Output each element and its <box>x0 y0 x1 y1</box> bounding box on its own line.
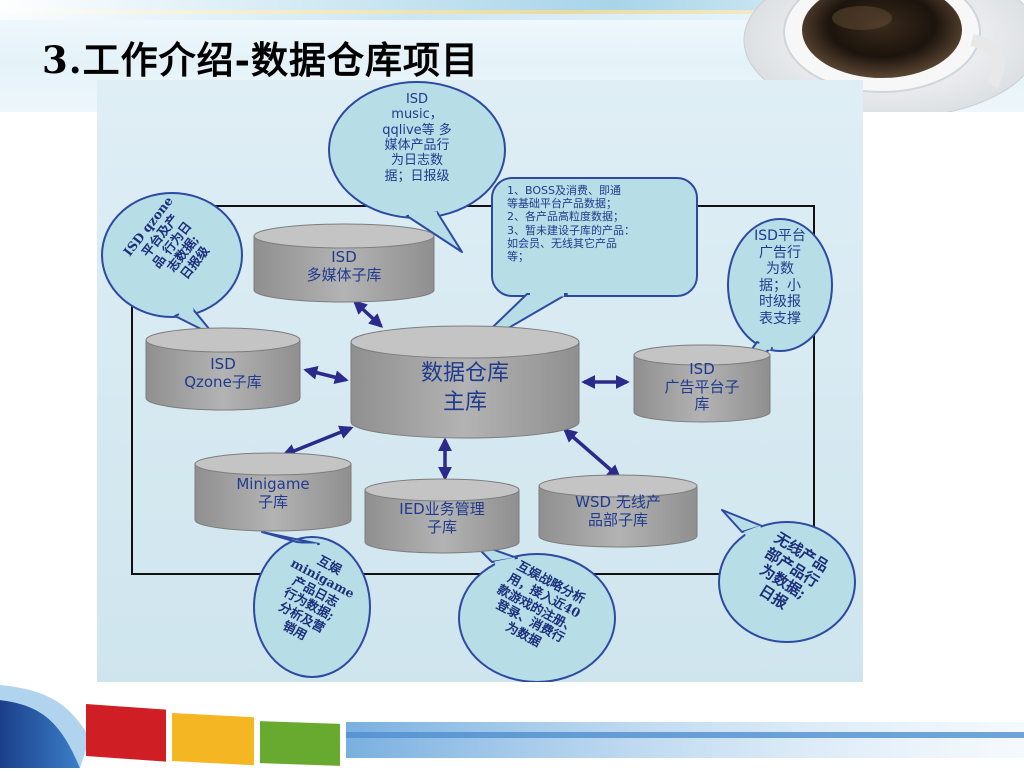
label-line: 多媒体子库 <box>306 265 382 284</box>
footer-decoration <box>0 660 1024 768</box>
label-line: 表支撑 <box>759 310 801 327</box>
label-line: 品部子库 <box>587 510 648 529</box>
label-line: 子库 <box>257 492 288 511</box>
callout-minigame <box>253 531 371 678</box>
header-stripe <box>0 10 1024 14</box>
db-isd-qzone <box>145 327 301 411</box>
label-line: 数据仓库 <box>420 361 509 386</box>
label-line: 广告平台子 <box>664 377 740 396</box>
label-line: ISD <box>405 92 429 107</box>
label-line: 主库 <box>442 389 487 415</box>
label-line: Qzone子库 <box>184 372 262 391</box>
diagram-panel: ISD 多媒体子库 ISD Qzone子库 数据仓库 主库 ISD 广告平台子 … <box>97 80 863 682</box>
label-line: 等； <box>507 249 529 263</box>
label-line: ISD <box>689 360 715 378</box>
label-line: 2、各产品高粒度数据； <box>507 210 624 224</box>
header-stripe <box>0 0 1024 10</box>
db-minigame <box>194 452 352 532</box>
footer-swoosh <box>0 700 80 768</box>
label-line: 据；小 <box>759 277 801 294</box>
label-line: 如会员、无线其它产品 <box>507 236 617 250</box>
db-isd-media <box>253 223 435 303</box>
db-ied-label: IED业务管理 子库 <box>372 500 512 536</box>
db-isd-ad <box>633 344 771 423</box>
footer-block-yellow <box>172 713 254 766</box>
label-line: 时级报 <box>759 294 801 311</box>
label-line: Minigame <box>236 475 310 493</box>
footer-block-green <box>260 721 340 766</box>
slide-title: 3.工作介绍-数据仓库项目 <box>42 38 479 82</box>
label-line: 库 <box>694 395 710 414</box>
db-main <box>350 325 580 439</box>
diagram-canvas <box>101 81 856 682</box>
label-line: 为数 <box>766 261 794 278</box>
db-main-label: 数据仓库 主库 <box>385 360 545 417</box>
db-ied <box>364 478 520 554</box>
db-wsd <box>538 474 698 548</box>
callout-wsd <box>718 509 856 643</box>
label-line: ISD <box>331 248 357 266</box>
label-line: 1、BOSS及消费、即通 <box>507 184 621 197</box>
footer-band-blue <box>346 722 1024 758</box>
label-line: qqlive等 多 <box>382 122 452 138</box>
db-isd-ad-label: ISD 广告平台子 库 <box>645 360 759 414</box>
footer-swoosh <box>0 685 90 768</box>
label-line: 等基础平台产品数据； <box>507 197 617 211</box>
callout-isd-ad-text: ISD平台 广告行 为数 据；小 时级报 表支撑 <box>735 228 825 327</box>
label-line: ISD <box>210 355 236 373</box>
footer-band-line <box>346 732 1024 738</box>
footer-block-red <box>86 704 166 762</box>
label-line: 媒体产品行 <box>384 137 450 153</box>
db-isd-qzone-label: ISD Qzone子库 <box>163 355 283 391</box>
label-line: 3、暂未建设子库的产品： <box>507 223 635 237</box>
header-stripe <box>0 14 1024 20</box>
label-line: ISD平台 <box>754 228 806 244</box>
label-line: WSD 无线产 <box>575 493 661 511</box>
db-minigame-label: Minigame 子库 <box>209 475 337 511</box>
system-boundary <box>131 205 815 575</box>
double-arrow-icon <box>281 300 630 481</box>
db-wsd-label: WSD 无线产 品部子库 <box>549 493 687 529</box>
label-line: music， <box>391 107 443 123</box>
callout-isd-media <box>328 81 506 253</box>
callout-main-db-text: 1、BOSS及消费、即通 等基础平台产品数据； 2、各产品高粒度数据； 3、暂未… <box>507 184 691 263</box>
callout-isd-media-text: ISD music， qqlive等 多 媒体产品行 为日志数 据；日报级 <box>345 92 489 184</box>
label-line: IED业务管理 <box>399 500 485 518</box>
label-line: 为日志数 <box>390 153 443 169</box>
label-line: 广告行 <box>759 244 801 261</box>
label-line: 子库 <box>426 517 457 536</box>
label-line: 据；日报级 <box>384 168 450 184</box>
db-isd-media-label: ISD 多媒体子库 <box>284 248 404 284</box>
